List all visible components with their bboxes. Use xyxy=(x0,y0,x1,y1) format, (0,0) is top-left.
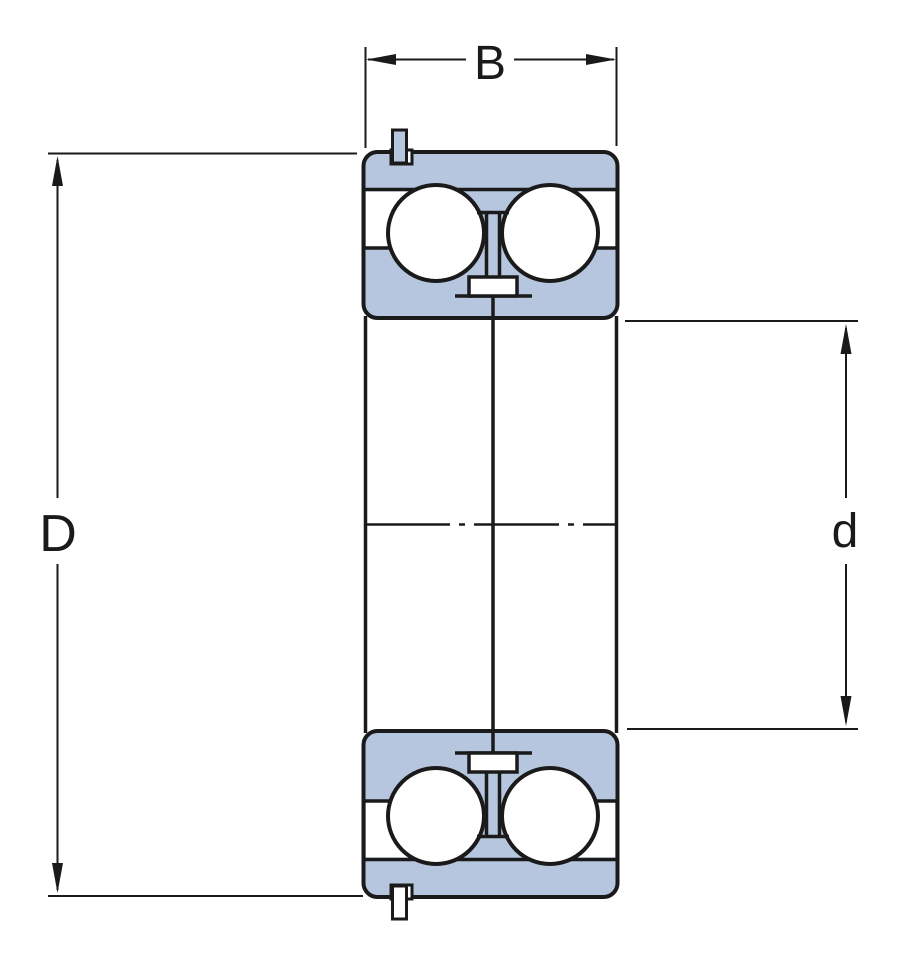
bearing-lower-cross-section xyxy=(361,729,620,899)
dimension-B: B xyxy=(364,37,618,148)
arrowhead-up-icon xyxy=(52,156,63,186)
arrowhead-left-icon xyxy=(366,54,396,65)
dimension-label-B: B xyxy=(474,37,506,90)
arrowhead-up-icon xyxy=(840,324,852,354)
dimension-label-d: d xyxy=(832,505,859,558)
snap-ring-tab-bottom xyxy=(389,883,414,921)
dimension-d: d xyxy=(625,320,859,730)
arrowhead-right-icon xyxy=(586,54,616,65)
arrowhead-down-icon xyxy=(840,696,852,726)
dimension-label-D: D xyxy=(39,505,77,563)
arrowhead-down-icon xyxy=(52,863,63,893)
bearing-upper-cross-section xyxy=(361,150,620,320)
dimension-D: D xyxy=(39,152,363,897)
snap-ring-tab-top xyxy=(389,128,414,166)
